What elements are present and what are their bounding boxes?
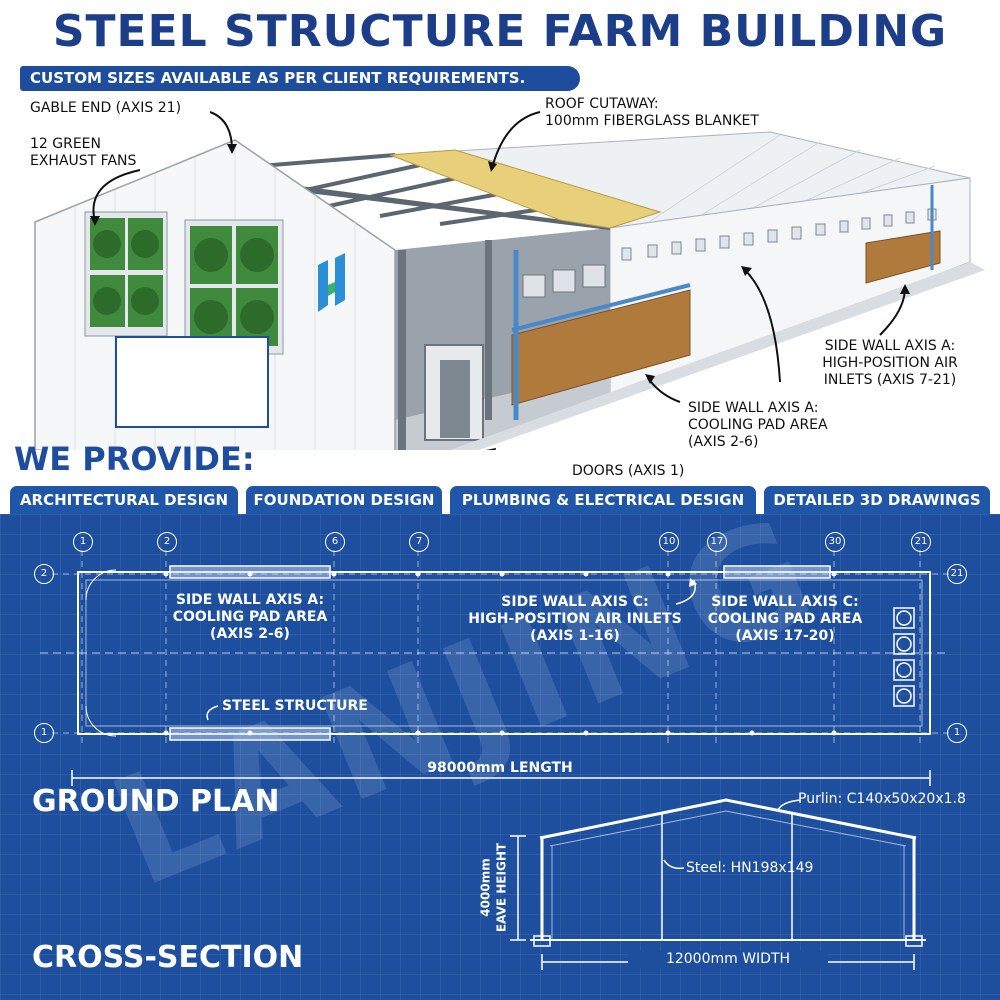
plan-axis-bubble: 10 — [659, 532, 679, 552]
plan-pad-a-line2: COOLING PAD AREA — [172, 609, 328, 625]
callout-fans-line2: EXHAUST FANS — [30, 153, 137, 169]
section-purlin-label: Purlin: C140x50x20x1.8 — [798, 791, 966, 807]
plan-axis-bubble: 1 — [34, 723, 54, 743]
plan-arrow-steel — [206, 705, 219, 721]
callout-pad-line2: COOLING PAD AREA — [688, 417, 828, 433]
callout-pad-line1: SIDE WALL AXIS A: — [688, 400, 819, 416]
plan-axis-bubble: 17 — [707, 532, 727, 552]
plan-axis-bubble: 30 — [825, 532, 845, 552]
building-illustration — [34, 111, 985, 450]
callout-doors: DOORS (AXIS 1) — [572, 463, 685, 479]
ground-plan-heading: GROUND PLAN — [32, 784, 280, 819]
plan-pad-a-line1: SIDE WALL AXIS A: — [175, 592, 325, 608]
plan-axis-bubble: 6 — [325, 532, 345, 552]
section-arrow-steel — [663, 859, 685, 870]
tab-plumbing-electrical-design: PLUMBING & ELECTRICAL DESIGN — [450, 486, 756, 514]
cross-section-heading: CROSS-SECTION — [32, 940, 304, 975]
plan-axis-bubble: 7 — [409, 532, 429, 552]
tab-architectural-design: ARCHITECTURAL DESIGN — [10, 486, 238, 514]
blueprint-panel — [0, 514, 1000, 1000]
callout-inlets-line2: HIGH-POSITION AIR — [822, 355, 958, 371]
callout-roof-line2: 100mm FIBERGLASS BLANKET — [545, 113, 759, 129]
water-pipe — [511, 283, 691, 332]
plan-axis-bubble: 2 — [157, 532, 177, 552]
we-provide-heading: WE PROVIDE: — [14, 440, 255, 478]
air-inlet-boxes — [522, 264, 606, 298]
plan-end-fans — [893, 607, 915, 707]
cooling-pad-near — [511, 289, 691, 406]
plan-pad-a-line3: (AXIS 2-6) — [210, 626, 290, 642]
ground-plan-drawing — [40, 550, 950, 970]
page-title: STEEL STRUCTURE FARM BUILDING — [52, 6, 948, 57]
section-width-label: 12000mm WIDTH — [628, 951, 828, 968]
exhaust-fan-group-right — [184, 219, 284, 355]
plan-pad-c-line2: COOLING PAD AREA — [707, 611, 863, 627]
callout-arrowheads — [90, 144, 910, 450]
cross-section-drawing — [510, 798, 926, 970]
plan-door-swing-2 — [85, 705, 117, 737]
steel-column-1 — [398, 250, 406, 450]
callout-fans-line1: 12 GREEN — [30, 136, 102, 152]
plan-pad-c-line1: SIDE WALL AXIS C: — [711, 594, 859, 610]
callout-gable-end: GABLE END (AXIS 21) — [30, 100, 182, 116]
plan-axis-bubble: 2 — [34, 564, 54, 584]
plan-door-swing-1 — [85, 569, 117, 601]
plan-inlet-c-line3: (AXIS 1-16) — [530, 628, 620, 644]
door-opening — [440, 360, 470, 438]
plan-steel-structure: STEEL STRUCTURE — [222, 698, 368, 714]
plan-pad-c-line3: (AXIS 17-20) — [735, 628, 835, 644]
plan-axis-bubble: 21 — [911, 532, 931, 552]
plan-cooling-pad-c — [723, 565, 831, 579]
exhaust-fan-group-left — [84, 211, 168, 337]
cooling-pad-far — [865, 230, 941, 284]
plan-inlet-c-line2: HIGH-POSITION AIR INLETS — [468, 611, 682, 627]
plan-axis-dots — [163, 571, 837, 736]
subtitle-ribbon: CUSTOM SIZES AVAILABLE AS PER CLIENT REQ… — [20, 66, 580, 91]
callout-pad-line3: (AXIS 2-6) — [688, 434, 759, 450]
tab-foundation-design: FOUNDATION DESIGN — [246, 486, 442, 514]
callout-inlets-line1: SIDE WALL AXIS A: — [824, 338, 956, 354]
section-eave-line2: EAVE HEIGHT — [494, 842, 509, 933]
plan-inlet-c-line1: SIDE WALL AXIS C: — [501, 594, 649, 610]
plan-axis-bubble: 21 — [947, 564, 967, 584]
section-arrow-purlin — [777, 799, 801, 811]
steel-column-2 — [485, 240, 492, 420]
plan-length-label: 98000mm LENGTH — [427, 760, 573, 776]
plan-axis-bubble: 1 — [73, 532, 93, 552]
callout-inlets-line3: INLETS (AXIS 7-21) — [823, 372, 957, 388]
company-logo — [318, 253, 345, 312]
section-eave-line1: 4000mm — [478, 858, 493, 917]
plan-axis-bubble: 1 — [947, 723, 967, 743]
sign-board — [115, 336, 269, 428]
section-roof — [539, 798, 917, 840]
callout-roof-line1: ROOF CUTAWAY: — [545, 96, 659, 112]
section-steel-label: Steel: HN198x149 — [686, 860, 814, 876]
tab-detailed-3d-drawings: DETAILED 3D DRAWINGS — [764, 486, 990, 514]
insulation-blanket — [389, 149, 662, 229]
